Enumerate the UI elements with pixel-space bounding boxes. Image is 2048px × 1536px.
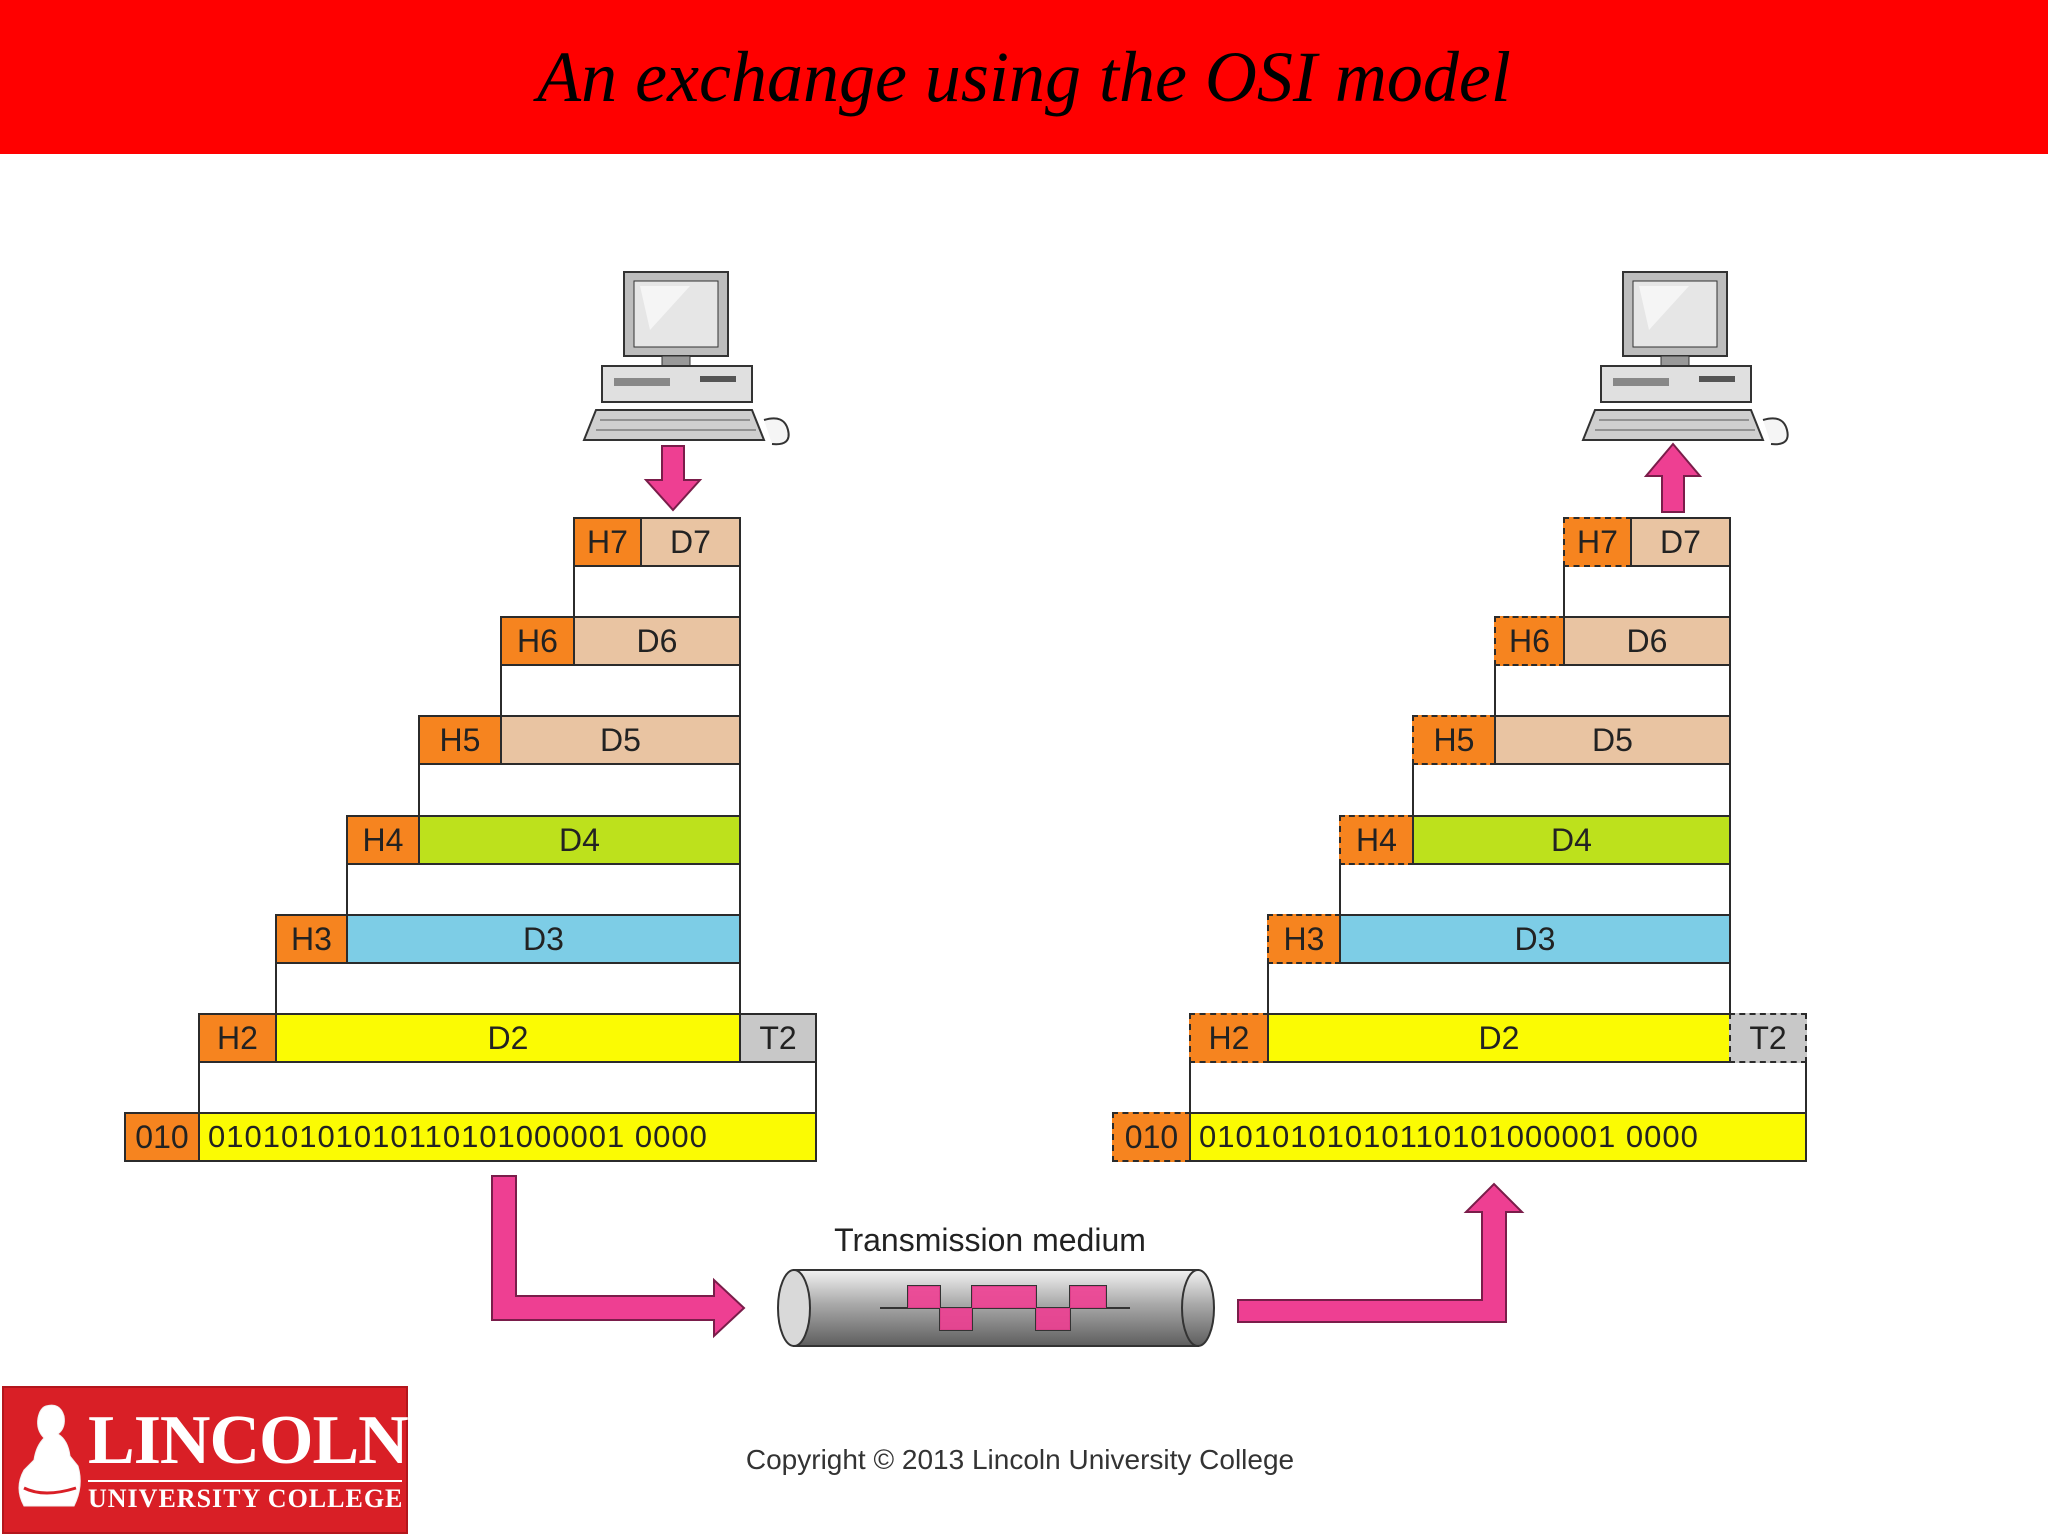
sender-divider-6-left [500,666,502,715]
logo-divider [88,1480,402,1482]
copyright-notice: Copyright © 2013 Lincoln University Coll… [745,1444,1295,1475]
sender-d4: D4 [418,815,741,865]
receiver-d7: D7 [1630,517,1731,567]
receiver-h2: H2 [1189,1013,1269,1063]
transmission-medium-icon [777,1269,1215,1347]
sender-divider-5-right [739,765,741,815]
sender-d5: D5 [500,715,741,765]
receiver-divider-3-left [1267,964,1269,1013]
logo-subtitle: UNIVERSITY COLLEGE [88,1484,404,1513]
receiver-divider-4-left [1339,865,1341,914]
receiver-d4: D4 [1412,815,1731,865]
sender-computer-icon [582,271,790,446]
receiver-divider-5-left [1412,765,1414,815]
sender-h7: H7 [573,517,642,567]
slide-title: An exchange using the OSI model [537,36,1511,117]
sender-bits: 01010101010110101000001 0000 [198,1112,817,1162]
sender-d7: D7 [640,517,741,567]
sender-divider-2-right [815,1063,817,1112]
receiver-divider-7-right [1729,567,1731,616]
receiver-h7: H7 [1563,517,1632,567]
sender-divider-2-left [198,1063,200,1112]
receiver-bits-prefix: 010 [1112,1112,1191,1162]
down-arrow-icon [643,445,703,512]
receiver-divider-4-right [1729,865,1731,914]
receiver-divider-7-left [1563,567,1565,616]
title-bar: An exchange using the OSI model [0,0,2048,154]
receiver-divider-3-right [1729,964,1731,1013]
receiver-h5: H5 [1412,715,1496,765]
receiver-divider-6-left [1494,666,1496,715]
receiver-h6: H6 [1494,616,1565,666]
sender-h3: H3 [275,914,348,964]
sender-divider-3-left [275,964,277,1013]
sender-h4: H4 [346,815,420,865]
receiver-d5: D5 [1494,715,1731,765]
receiver-t2: T2 [1729,1013,1807,1063]
sender-divider-4-right [739,865,741,914]
receiver-divider-6-right [1729,666,1731,715]
medium-to-receiver-arrow-icon [1237,1182,1525,1323]
sender-bits-prefix: 010 [124,1112,200,1162]
sender-t2: T2 [739,1013,817,1063]
receiver-bits: 01010101010110101000001 0000 [1189,1112,1807,1162]
sender-divider-7-right [739,567,741,616]
receiver-computer-icon [1581,271,1789,446]
lincoln-logo: LINCOLN UNIVERSITY COLLEGE [2,1386,409,1534]
sender-d3: D3 [346,914,741,964]
sender-divider-7-left [573,567,575,616]
sender-d2: D2 [275,1013,741,1063]
receiver-divider-2-right [1805,1063,1807,1112]
sender-d6: D6 [573,616,741,666]
statue-icon [18,1404,81,1507]
receiver-divider-5-right [1729,765,1731,815]
receiver-d6: D6 [1563,616,1731,666]
sender-divider-6-right [739,666,741,715]
sender-divider-4-left [346,865,348,914]
receiver-h4: H4 [1339,815,1414,865]
sender-h2: H2 [198,1013,277,1063]
sender-divider-3-right [739,964,741,1013]
receiver-d3: D3 [1339,914,1731,964]
sender-divider-5-left [418,765,420,815]
up-arrow-icon [1643,442,1703,513]
receiver-divider-2-left [1189,1063,1191,1112]
logo-name: LINCOLN [88,1402,409,1479]
sender-to-medium-arrow-icon [491,1175,746,1339]
transmission-medium-label: Transmission medium [834,1222,1146,1258]
sender-h5: H5 [418,715,502,765]
receiver-d2: D2 [1267,1013,1731,1063]
sender-h6: H6 [500,616,575,666]
receiver-h3: H3 [1267,914,1341,964]
